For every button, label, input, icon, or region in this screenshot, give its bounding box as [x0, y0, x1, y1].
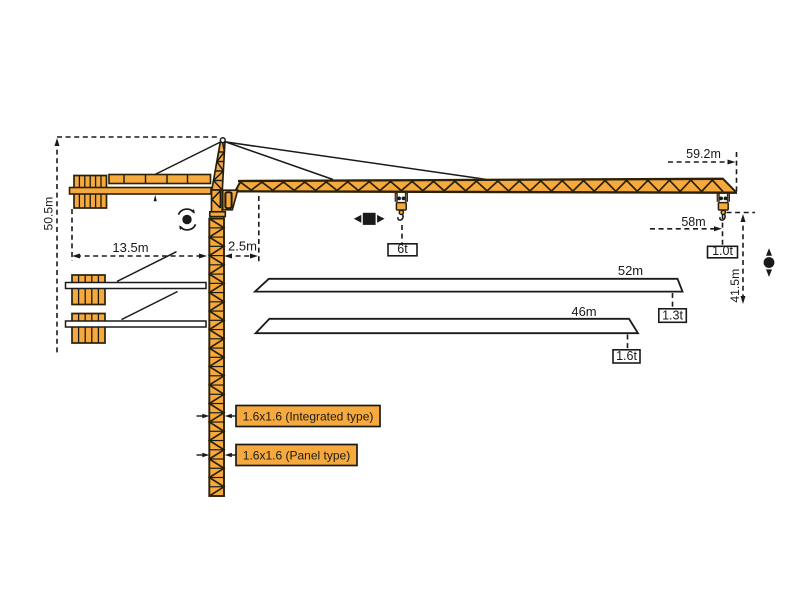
svg-text:59.2m: 59.2m — [686, 147, 721, 161]
svg-text:1.6x1.6 (Panel type): 1.6x1.6 (Panel type) — [243, 449, 350, 463]
svg-text:6t: 6t — [397, 242, 408, 256]
svg-text:1.6t: 1.6t — [616, 349, 637, 363]
svg-text:1.3t: 1.3t — [662, 309, 683, 323]
svg-text:50.5m: 50.5m — [42, 197, 56, 231]
svg-text:1.6x1.6 (Integrated type): 1.6x1.6 (Integrated type) — [243, 410, 374, 424]
svg-text:52m: 52m — [618, 263, 643, 278]
svg-text:58m: 58m — [681, 215, 705, 229]
svg-text:1.0t: 1.0t — [712, 244, 733, 258]
svg-text:2.5m: 2.5m — [228, 239, 257, 254]
svg-text:41.5m: 41.5m — [728, 269, 742, 303]
svg-text:46m: 46m — [571, 304, 596, 319]
svg-text:13.5m: 13.5m — [112, 240, 148, 255]
